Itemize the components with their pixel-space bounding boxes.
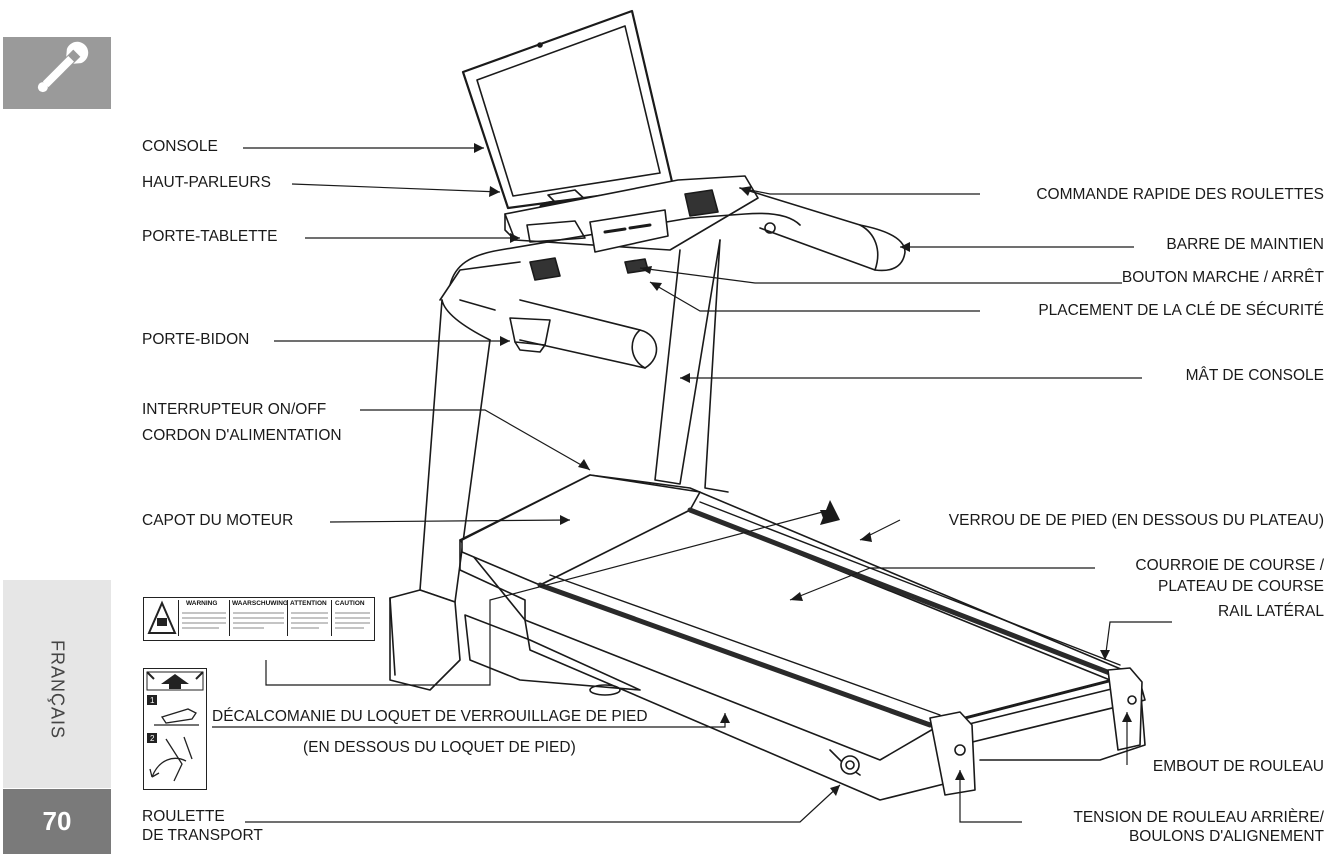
label-rear-roller: TENSION DE ROULEAU ARRIÈRE/ (1073, 809, 1324, 826)
label-handrail: BARRE DE MAINTIEN (1166, 236, 1324, 253)
label-safety-key: PLACEMENT DE LA CLÉ DE SÉCURITÉ (1038, 302, 1324, 319)
label-motor-hood: CAPOT DU MOTEUR (142, 512, 294, 529)
label-alignment-bolts: BOULONS D'ALIGNEMENT (1128, 828, 1324, 845)
label-console-mast: MÂT DE CONSOLE (1185, 367, 1324, 384)
label-bottle-holder: PORTE-BIDON (142, 331, 250, 348)
page-number: 70 (3, 789, 111, 854)
label-belt: COURROIE DE COURSE / (1135, 557, 1324, 574)
warning-header-nl: WAARSCHUWING (232, 600, 288, 607)
warning-header-en: WARNING (186, 600, 218, 607)
warning-header-caution: CAUTION (335, 600, 365, 607)
label-power-cord: CORDON D'ALIMENTATION (142, 427, 342, 444)
arrows-up-icon (146, 671, 204, 689)
warning-triangle-icon (147, 600, 177, 634)
wrench-icon (37, 41, 89, 93)
label-speakers: HAUT-PARLEURS (142, 174, 271, 191)
svg-text:1: 1 (150, 696, 155, 705)
label-transport-wheel: ROULETTE (142, 808, 225, 825)
language-tab (3, 580, 111, 788)
label-console: CONSOLE (142, 138, 218, 155)
language-tab-label: FRANÇAIS (47, 640, 68, 740)
label-end-cap: EMBOUT DE ROULEAU (1152, 758, 1324, 775)
label-transport-wheel-2: DE TRANSPORT (142, 827, 263, 844)
label-foot-latch-sub: (EN DESSOUS DU LOQUET DE PIED) (303, 739, 576, 756)
foot-latch-decal: 1 2 (143, 668, 207, 790)
tools-tab (3, 37, 111, 109)
warning-header-fr: ATTENTION (290, 600, 327, 607)
warning-sticker: WARNING WAARSCHUWING ATTENTION CAUTION (143, 597, 375, 641)
label-side-rail: RAIL LATÉRAL (1218, 603, 1324, 620)
console-screen (461, 9, 675, 210)
svg-text:2: 2 (150, 734, 155, 743)
label-start-stop: BOUTON MARCHE / ARRÊT (1121, 269, 1324, 286)
label-deck: PLATEAU DE COURSE (1158, 578, 1324, 595)
label-foot-latch-decal: DÉCALCOMANIE DU LOQUET DE VERROUILLAGE D… (212, 708, 648, 725)
label-quick-wheels: COMMANDE RAPIDE DES ROULETTES (1036, 186, 1324, 203)
label-power-switch: INTERRUPTEUR ON/OFF (142, 401, 327, 418)
label-tablet-holder: PORTE-TABLETTE (142, 228, 278, 245)
label-foot-lock: VERROU DE DE PIED (EN DESSOUS DU PLATEAU… (948, 512, 1324, 529)
foot-press-icon (154, 708, 199, 726)
